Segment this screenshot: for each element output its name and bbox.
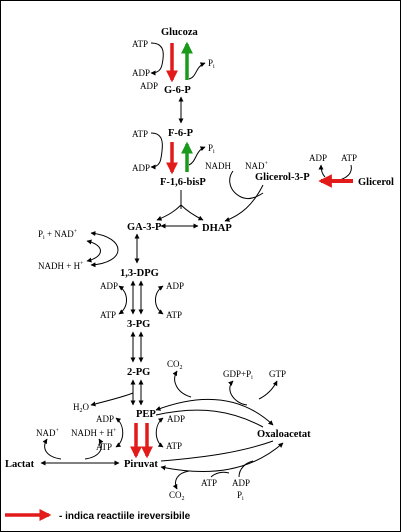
nadh-curve-2	[84, 438, 104, 460]
arrow-f16bisp-pi	[188, 146, 206, 166]
lactat-label: Lactat	[5, 459, 35, 470]
gtp-label: GTP	[269, 369, 286, 379]
arrow-gk-adp	[318, 164, 326, 178]
legend: - indica reactiile ireversibile	[5, 509, 191, 522]
arrow-piruvat-oaa-inner	[160, 440, 274, 462]
pg3-label: 3-PG	[127, 319, 150, 330]
nad-curve	[229, 170, 264, 200]
arrow-atp-adp-1	[150, 42, 164, 76]
arrow-adp-atp-left	[118, 285, 127, 315]
arrow-aldolase-dhap	[180, 204, 204, 221]
gdp-pi-label: GDP+Pi	[223, 369, 253, 381]
pi-label-2: Pi	[208, 143, 215, 155]
arrow-adp-atp-pk-right	[155, 417, 164, 448]
atp-label-5: ATP	[166, 310, 182, 320]
legend-text: - indica reactiile ireversibile	[59, 511, 191, 522]
glicerol-label: Glicerol	[358, 177, 394, 188]
arrow-h2o	[90, 392, 134, 407]
glicerol3p-label: Glicerol-3-P	[255, 172, 310, 183]
arrow-nad-nadh-1b	[86, 239, 101, 263]
h2o-label: H2O	[73, 402, 90, 414]
ga3p-label: GA-3-P	[127, 222, 162, 233]
arrow-nad-nadh-1	[90, 231, 119, 268]
atp-label-6: ATP	[96, 442, 112, 452]
reaction-arrows	[40, 42, 352, 490]
pg2-label: 2-PG	[127, 367, 150, 378]
f16bisp-label: F-1,6-bisP	[160, 177, 206, 188]
adp-label-8: ADP	[167, 414, 185, 424]
gtp-curve	[258, 380, 278, 400]
nadh-h-label-1: NADH + H+	[38, 261, 84, 271]
piruvat-label: Piruvat	[124, 459, 158, 470]
gdp-curve	[228, 380, 248, 406]
atp-label-1: ATP	[132, 39, 148, 49]
oxaloacetat-label: Oxaloacetat	[257, 429, 311, 440]
adp-label-6: ADP	[166, 281, 184, 291]
g6p-label: G-6-P	[164, 85, 191, 96]
gk-atp-curve	[334, 164, 352, 182]
pi-nad-label: Pi + NAD+	[38, 229, 78, 241]
f6p-label: F-6-P	[168, 128, 194, 139]
atp-label-7: ATP	[166, 441, 182, 451]
arrow-g3p-dhap	[224, 184, 264, 222]
arrow-adp-atp-pk-left	[115, 417, 124, 448]
bpg13-label: 1,3-DPG	[120, 268, 159, 279]
co2-curve-2	[172, 470, 190, 490]
adp-label-1: ADP	[132, 68, 150, 78]
atp-label-4: ATP	[100, 310, 116, 320]
pi-label-1: Pi	[208, 58, 215, 70]
nadh-label-1: NADH	[205, 161, 231, 171]
adp-label-3: ADP	[132, 163, 150, 173]
nadh-h-label-2: NADH + H+	[71, 428, 117, 438]
nad-label-2: NAD+	[36, 428, 60, 438]
arrow-aldolase-ga3p	[156, 204, 182, 221]
arrow-adp-atp-right	[155, 285, 164, 315]
co2-curve-1	[172, 370, 192, 398]
nad-curve-2	[42, 438, 62, 460]
pep-label: PEP	[136, 409, 156, 420]
arrow-pep-oaa-upper	[155, 398, 274, 426]
arrow-atp-adp-2	[150, 132, 163, 170]
adp-label-9: ADP	[232, 478, 250, 488]
dhap-label: DHAP	[202, 223, 232, 234]
pi-label-3: Pi	[237, 490, 244, 502]
co2-label-1: CO2	[167, 359, 183, 371]
atp-label-3: ATP	[341, 153, 357, 163]
adp-label-4: ADP	[309, 153, 327, 163]
arrow-g6p-pi	[188, 62, 206, 80]
adp-label-5: ADP	[100, 281, 118, 291]
nad-label-1: NAD+	[245, 161, 269, 171]
pi-curve	[238, 460, 254, 478]
atp-adp-curve-3	[210, 471, 230, 478]
arrow-piruvat-oaa	[160, 442, 284, 472]
adp-label-7: ADP	[96, 414, 114, 424]
glucoza-label: Glucoza	[161, 27, 198, 38]
atp-label-2: ATP	[132, 129, 148, 139]
irreversible-arrows	[130, 43, 353, 459]
atp-label-8: ATP	[201, 478, 217, 488]
arrow-pep-oaa-lower	[155, 409, 264, 428]
co2-label-2: CO2	[169, 490, 185, 502]
adp-label-2: ADP	[140, 81, 158, 91]
